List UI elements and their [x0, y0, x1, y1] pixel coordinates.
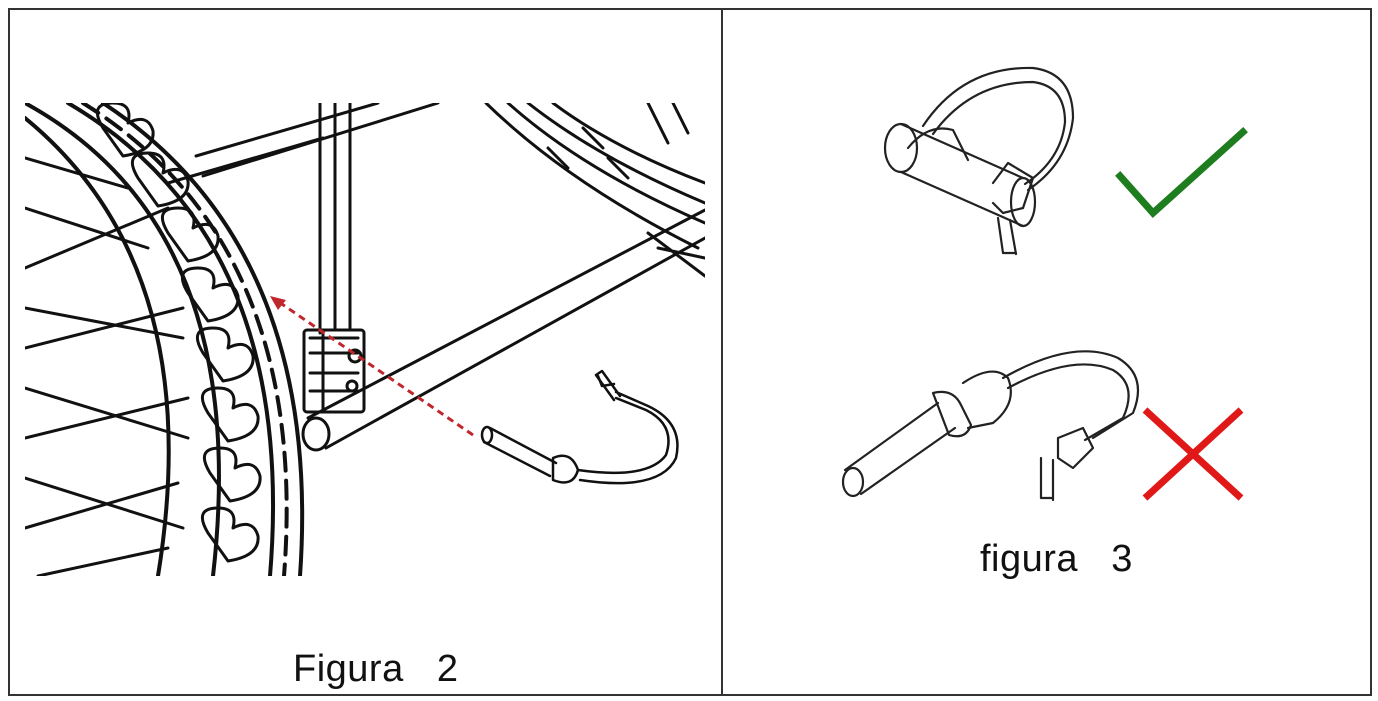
panel-divider	[721, 8, 723, 696]
pin-correct-assembly	[883, 66, 1075, 256]
figure-3-illustration	[841, 66, 1248, 502]
background-wheel	[484, 103, 705, 278]
insertion-arrow	[270, 296, 474, 437]
figure-frame	[8, 8, 1372, 696]
lynch-pin	[480, 369, 679, 485]
figure-2-caption: Figura 2	[293, 648, 459, 690]
figure-2-panel: Figura 2	[8, 8, 721, 696]
figure-3-caption: figura 3	[980, 538, 1133, 580]
stroller-frame	[166, 103, 705, 452]
checkmark-icon	[1115, 127, 1248, 218]
cross-icon	[1142, 407, 1244, 501]
front-wheel	[25, 103, 305, 576]
figure-3-panel: figura 3	[723, 8, 1372, 696]
figure-2-illustration	[25, 103, 705, 576]
pin-incorrect-assembly	[841, 350, 1140, 502]
